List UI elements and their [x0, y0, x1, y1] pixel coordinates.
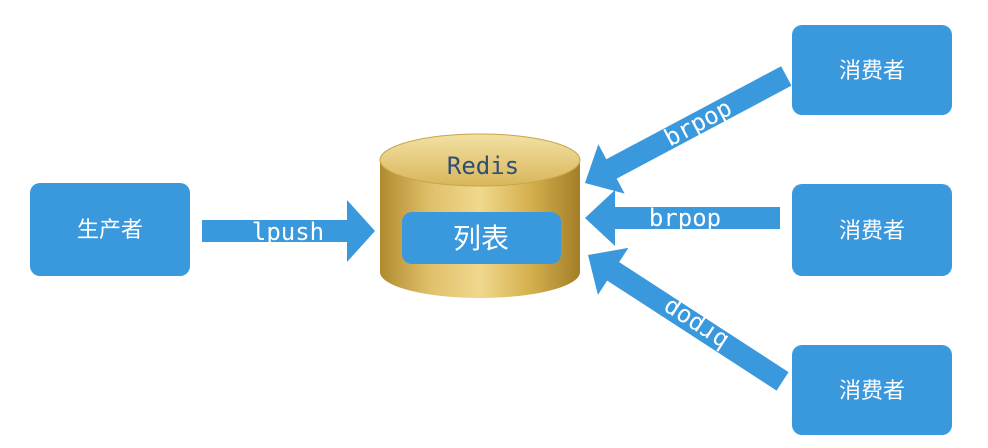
brpop-arrow-1: brpop	[585, 66, 792, 194]
list-box: 列表	[402, 212, 561, 264]
brpop-label-2: brpop	[649, 204, 721, 232]
lpush-label: lpush	[252, 218, 324, 246]
lpush-arrow: lpush	[202, 200, 375, 262]
consumer-label-2: 消费者	[839, 219, 905, 244]
consumer-box-2: 消费者	[792, 184, 952, 276]
consumer-box-3: 消费者	[792, 345, 952, 435]
brpop-arrow-2: brpop	[585, 190, 780, 246]
redis-title: Redis	[447, 152, 519, 180]
brpop-label-1: brpop	[660, 94, 737, 153]
consumer-label-3: 消费者	[839, 379, 905, 404]
producer-box: 生产者	[30, 183, 190, 276]
brpop-arrow-3: brpop	[588, 247, 789, 391]
producer-label: 生产者	[77, 218, 143, 243]
list-label: 列表	[453, 222, 509, 255]
redis-cylinder: Redis 列表	[379, 133, 581, 298]
brpop-label-3: brpop	[657, 293, 733, 356]
consumer-label-1: 消费者	[839, 59, 905, 84]
consumer-box-1: 消费者	[792, 25, 952, 115]
